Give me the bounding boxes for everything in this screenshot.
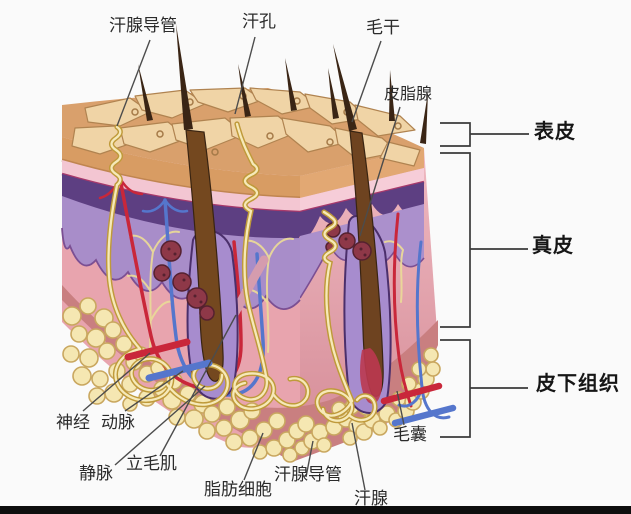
- nerves: [127, 230, 404, 353]
- label-sweat-pore: 汗孔: [242, 12, 276, 31]
- label-hair-follicle: 毛囊: [393, 425, 427, 444]
- label-subcutaneous: 皮下组织: [536, 373, 620, 395]
- label-artery: 动脉: [101, 413, 135, 432]
- label-dermis: 真皮: [532, 235, 574, 257]
- label-hair-shaft: 毛干: [366, 18, 400, 37]
- label-sebaceous-gland: 皮脂腺: [384, 86, 433, 103]
- capillary-marks: [124, 338, 457, 427]
- hair-shaft-right: [333, 44, 357, 131]
- hair-follicle-right: [343, 130, 392, 414]
- label-nerve: 神经: [56, 413, 90, 432]
- label-fat-cells: 脂肪细胞: [204, 480, 272, 499]
- bottom-black-bar: [0, 506, 631, 514]
- layer-brackets: [440, 122, 529, 438]
- hairs: [138, 24, 428, 144]
- label-epidermis: 表皮: [534, 121, 576, 143]
- label-arrector-pili: 立毛肌: [126, 454, 177, 473]
- hair-shaft-left: [176, 24, 193, 130]
- dermis-bracket: [440, 152, 471, 328]
- sebaceous-glands: [153, 222, 372, 321]
- leader-lines: [82, 36, 405, 491]
- label-sweat-duct-bottom: 汗腺导管: [274, 465, 342, 484]
- label-sweat-gland: 汗腺: [354, 489, 388, 508]
- label-vein: 静脉: [79, 464, 113, 483]
- skin-block: [61, 24, 457, 463]
- label-sweat-duct-top: 汗腺导管: [109, 16, 177, 35]
